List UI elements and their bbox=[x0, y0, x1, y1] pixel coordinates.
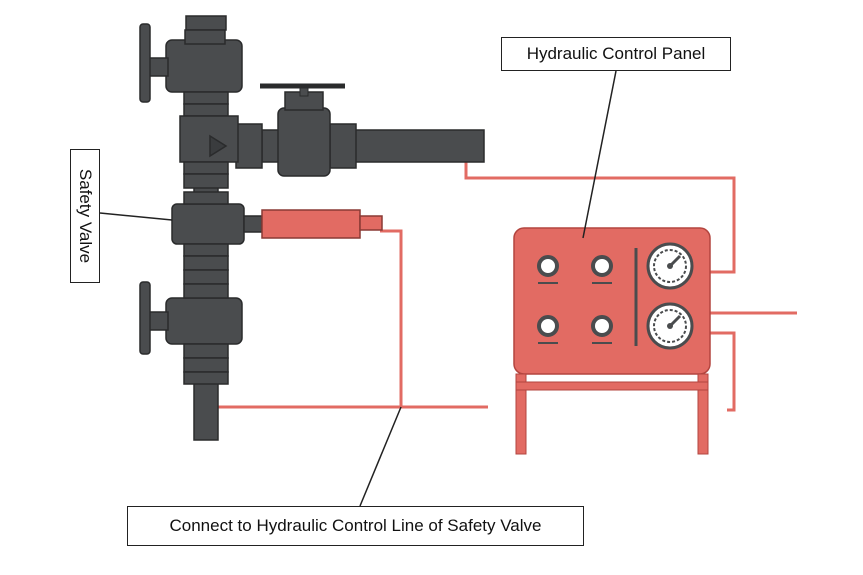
pressure-dial-icon bbox=[646, 242, 694, 290]
upper-handwheel-icon bbox=[139, 23, 151, 103]
control-line-right-down bbox=[710, 331, 736, 412]
hydraulic-control-panel-text: Hydraulic Control Panel bbox=[526, 44, 706, 63]
panel-frame-bar bbox=[515, 381, 709, 391]
leader-safety-valve bbox=[99, 212, 173, 221]
control-line-text: Connect to Hydraulic Control Line of Saf… bbox=[169, 516, 542, 535]
actuator-cylinder bbox=[261, 209, 361, 239]
hydraulic-control-panel-label: Hydraulic Control Panel bbox=[501, 37, 731, 71]
control-line-top bbox=[464, 162, 736, 274]
leader-lines bbox=[99, 70, 617, 507]
lower-valve-body bbox=[165, 297, 243, 345]
lower-handwheel-icon bbox=[139, 281, 151, 355]
hydraulic-control-panel bbox=[513, 227, 711, 455]
safety-valve-label: Safety Valve bbox=[70, 149, 100, 283]
flowline bbox=[235, 83, 485, 177]
leader-panel bbox=[582, 70, 617, 239]
panel-leg-right bbox=[697, 373, 709, 455]
panel-leg-left bbox=[515, 373, 527, 455]
hydraulic-lines bbox=[218, 162, 797, 412]
wing-flange-right bbox=[329, 123, 357, 169]
control-line-actuator bbox=[218, 229, 403, 409]
safety-valve-text: Safety Valve bbox=[76, 168, 95, 264]
wing-valve-body bbox=[277, 107, 331, 177]
control-line-label: Connect to Hydraulic Control Line of Saf… bbox=[127, 506, 584, 546]
gauge-icon bbox=[591, 315, 613, 344]
gauge-icon bbox=[537, 315, 559, 344]
pressure-dial-icon bbox=[646, 302, 694, 350]
gauge-icon bbox=[591, 255, 613, 284]
upper-valve-body bbox=[165, 39, 243, 93]
wing-flange-left bbox=[235, 123, 263, 169]
leader-control-line bbox=[359, 406, 402, 507]
gauge-icon bbox=[537, 255, 559, 284]
tee-cross bbox=[179, 115, 239, 163]
wellhead bbox=[139, 15, 245, 441]
safety-valve-actuator bbox=[243, 209, 383, 239]
safety-valve-body bbox=[171, 203, 245, 245]
